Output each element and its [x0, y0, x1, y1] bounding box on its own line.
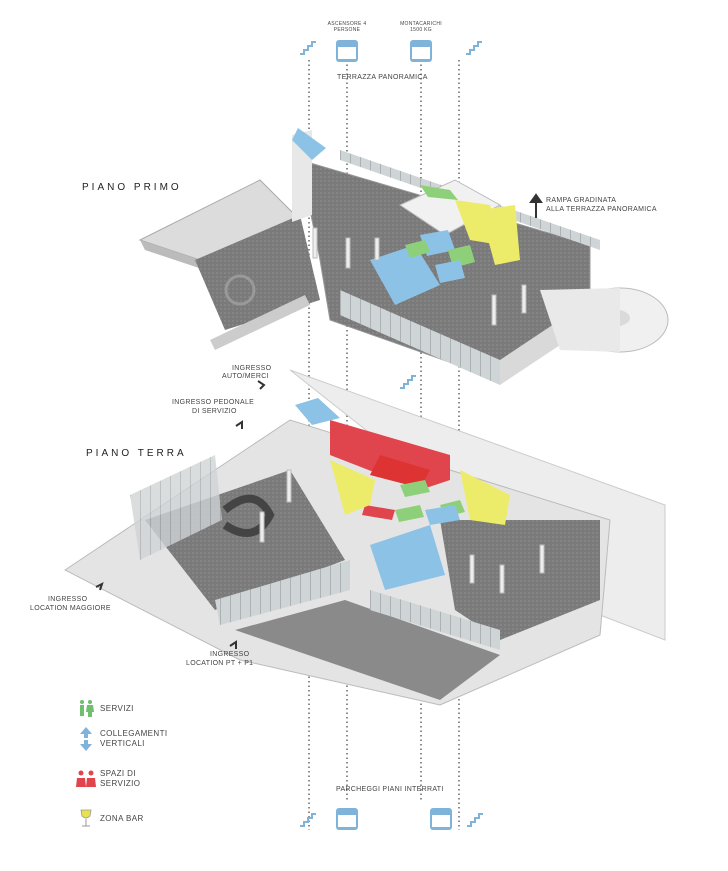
vertical-arrows-icon — [76, 727, 96, 751]
ramp-label-line1: RAMPA GRADINATA — [546, 197, 617, 204]
legend-item: SERVIZI — [76, 698, 134, 720]
legend-item: ZONA BAR — [76, 808, 144, 830]
ramp-label-line2: ALLA TERRAZZA PANORAMICA — [546, 206, 657, 213]
terrace-label: TERRAZZA PANORAMICA — [337, 74, 428, 81]
rampa-arrow — [529, 193, 543, 218]
entrance-main-label-line1: INGRESSO — [48, 596, 88, 603]
legend-label: SERVIZI — [100, 704, 134, 714]
entrance-pt-label-line2: LOCATION PT + P1 — [186, 660, 254, 667]
elevator-icons — [336, 40, 452, 830]
entrance-arrows — [95, 380, 266, 649]
elevator-label: ASCENSORE 4 PERSONE — [327, 21, 367, 33]
floor-label-terra: PIANO TERRA — [86, 448, 187, 459]
entrance-main-label-line2: LOCATION MAGGIORE — [30, 605, 111, 612]
floor-label-primo: PIANO PRIMO — [82, 182, 182, 193]
parking-label: PARCHEGGI PIANI INTERRATI — [336, 786, 444, 793]
wine-glass-icon — [76, 808, 96, 830]
freight-elevator-label: MONTACARICHI 1500 KG — [400, 21, 442, 33]
entrance-auto-label-line1: INGRESSO — [232, 365, 272, 372]
ground-floor-plan — [64, 369, 666, 706]
entrance-auto-label-line2: AUTO/MERCI — [222, 373, 269, 380]
entrance-pedestrian-label-line1: INGRESSO PEDONALE — [172, 399, 255, 406]
entrance-pedestrian-label-line2: DI SERVIZIO — [192, 408, 237, 415]
service-people-icon — [76, 768, 96, 790]
entrance-pt-label-line1: INGRESSO — [210, 651, 250, 658]
first-floor-plan — [138, 128, 669, 385]
restroom-icon — [76, 698, 96, 720]
stairs-icons — [300, 41, 483, 827]
legend-label: ZONA BAR — [100, 814, 144, 824]
